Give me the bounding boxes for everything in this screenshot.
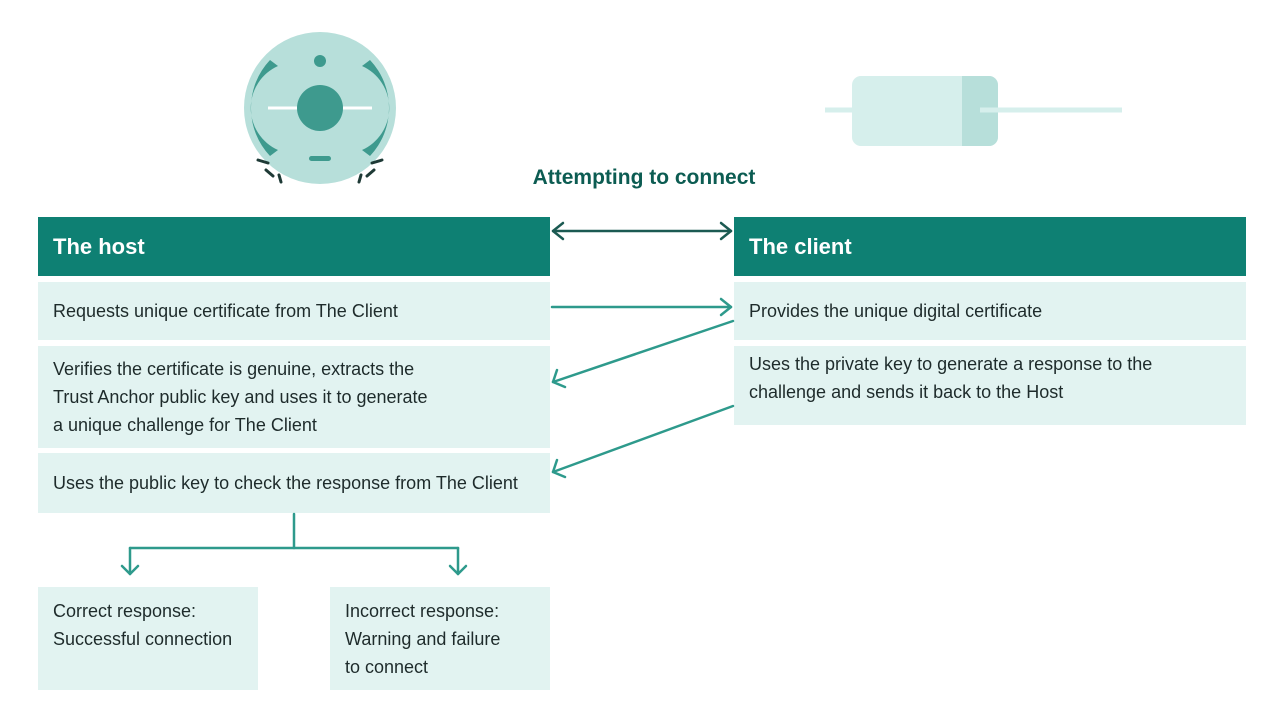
outcome-correct-text: Correct response: Successful connection <box>53 601 233 649</box>
host-step-2: Verifies the certificate is genuine, ext… <box>38 346 550 448</box>
response-arrow <box>551 404 735 479</box>
client-title: The client <box>749 233 852 259</box>
request-arrow <box>550 297 733 317</box>
host-step-3: Uses the public key to check the respons… <box>38 453 550 513</box>
outcome-split-arrow <box>120 512 468 576</box>
client-step-1-text: Provides the unique digital certificate <box>749 301 1043 321</box>
outcome-correct: Correct response: Successful connection <box>38 587 258 690</box>
connect-double-arrow <box>551 221 733 241</box>
client-header: The client <box>734 217 1246 276</box>
host-step-3-text: Uses the public key to check the respons… <box>53 473 518 493</box>
outcome-incorrect: Incorrect response: Warning and failure … <box>330 587 550 690</box>
client-step-2-text: Uses the private key to generate a respo… <box>749 354 1153 402</box>
outcome-incorrect-text: Incorrect response: Warning and failure … <box>345 601 501 677</box>
host-step-1-text: Requests unique certificate from The Cli… <box>53 301 398 321</box>
client-step-2: Uses the private key to generate a respo… <box>734 346 1246 425</box>
diagram-caption: Attempting to connect <box>532 166 756 189</box>
host-header: The host <box>38 217 550 276</box>
certificate-arrow <box>551 319 735 389</box>
host-step-1: Requests unique certificate from The Cli… <box>38 282 550 340</box>
client-step-1: Provides the unique digital certificate <box>734 282 1246 340</box>
host-title: The host <box>53 233 145 259</box>
host-step-2-text: Verifies the certificate is genuine, ext… <box>53 359 428 435</box>
